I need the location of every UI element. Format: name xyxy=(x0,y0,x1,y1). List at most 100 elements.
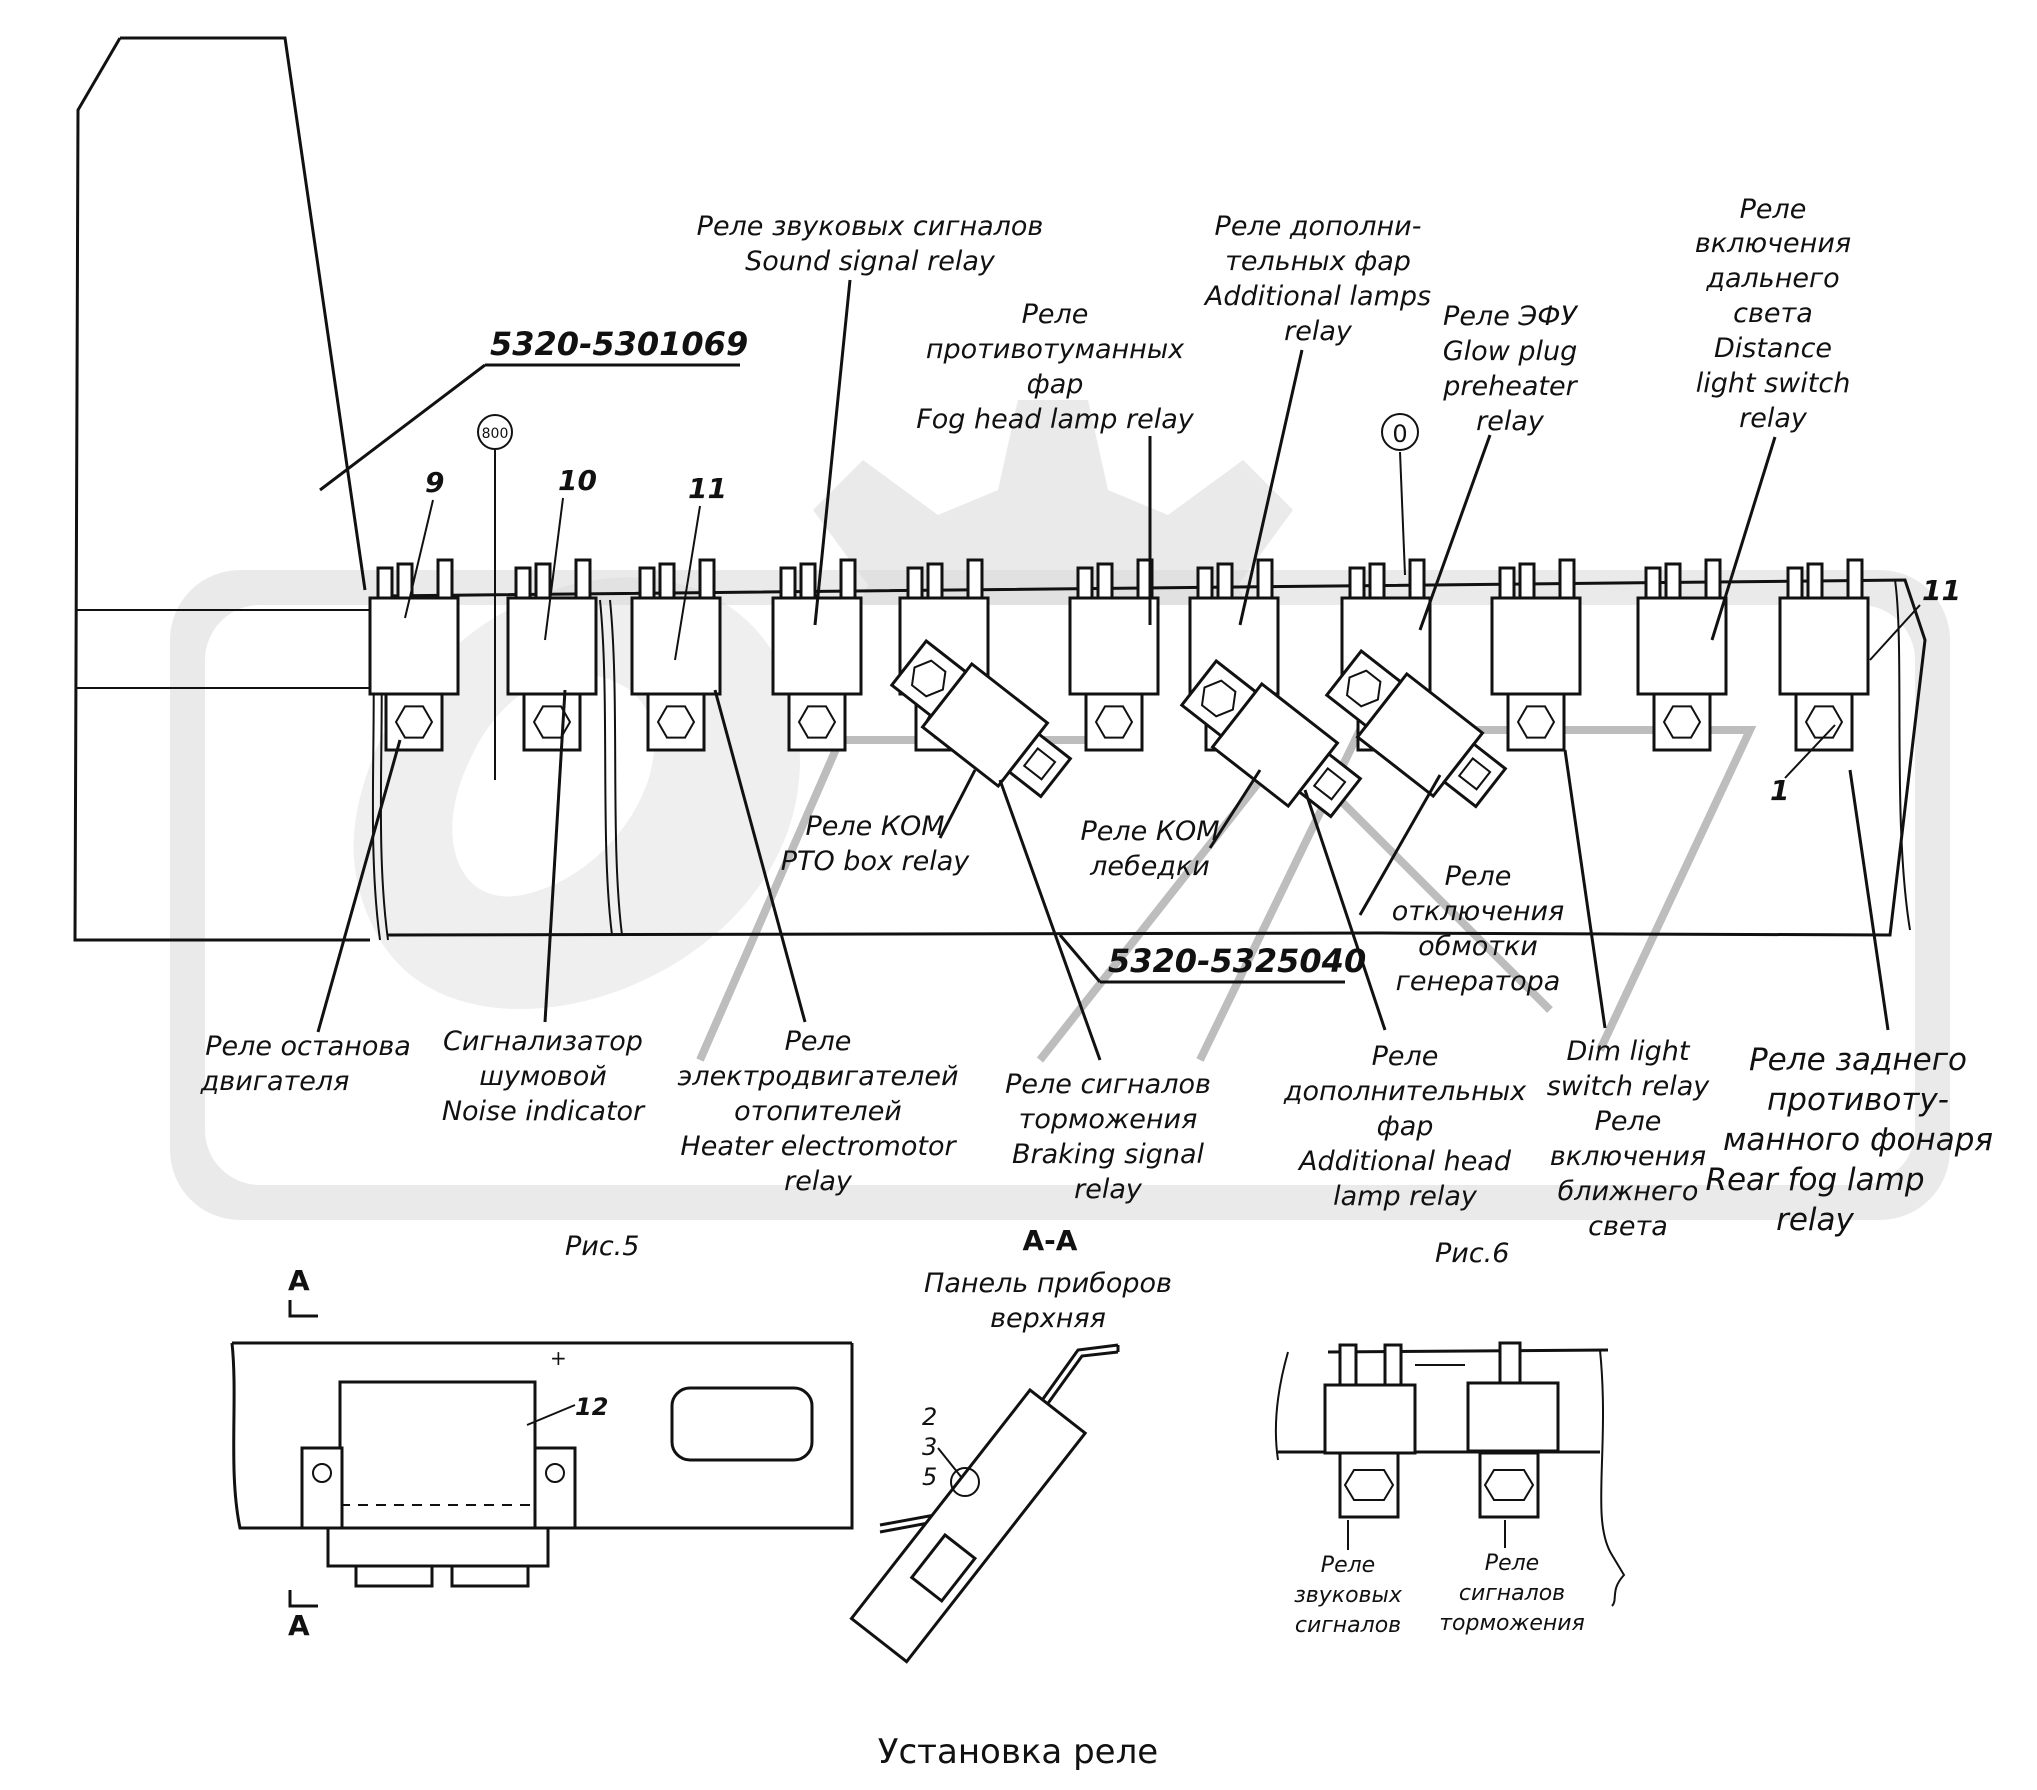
label-rear-fog-lamp-relay: Реле заднего противоту- манного фонаря R… xyxy=(1705,1042,1993,1238)
tilted-relay-2 xyxy=(1179,658,1363,819)
svg-text:звуковых: звуковых xyxy=(1294,1583,1403,1608)
svg-text:Реле: Реле xyxy=(1485,1551,1539,1576)
label-distance-light-switch-relay: Реле включения дальнего света Distance l… xyxy=(1695,194,1851,434)
svg-text:сигналов: сигналов xyxy=(1459,1581,1565,1606)
callout-3: 3 xyxy=(922,1433,937,1461)
callout-9: 9 xyxy=(425,466,444,499)
tilted-relay-group xyxy=(889,638,1508,819)
label-additional-lamps-relay: Реле дополни- тельных фар Additional lam… xyxy=(1203,211,1431,347)
relay-9 xyxy=(1490,558,1582,752)
fig6-label: Рис.6 xyxy=(1435,1238,1509,1269)
svg-text:lamp relay: lamp relay xyxy=(1333,1181,1478,1212)
circle-marker-mid-text: 0 xyxy=(1392,420,1407,448)
section-aa-label: А-А xyxy=(1023,1224,1078,1257)
svg-text:relay: relay xyxy=(1776,1202,1854,1238)
svg-text:Noise indicator: Noise indicator xyxy=(442,1096,646,1127)
callout-2: 2 xyxy=(922,1403,937,1431)
svg-text:preheater: preheater xyxy=(1442,371,1578,402)
svg-text:Реле: Реле xyxy=(1740,194,1807,225)
svg-text:дальнего: дальнего xyxy=(1705,263,1839,294)
svg-text:света: света xyxy=(1733,298,1813,329)
svg-text:лебедки: лебедки xyxy=(1089,851,1210,882)
svg-text:отопителей: отопителей xyxy=(734,1096,902,1127)
svg-text:Distance: Distance xyxy=(1714,333,1832,364)
label-pto-box-relay: Реле КОМ PTO box relay xyxy=(781,811,971,877)
svg-text:Реле звуковых сигналов: Реле звуковых сигналов xyxy=(697,211,1044,242)
callout-11-left: 11 xyxy=(688,472,727,505)
panel-label-line2: верхняя xyxy=(990,1303,1106,1334)
section-mark-top: А xyxy=(288,1264,310,1297)
relay-11 xyxy=(1778,558,1870,752)
fig5-label: Рис.5 xyxy=(565,1231,639,1262)
svg-text:Реле КОМ: Реле КОМ xyxy=(805,811,944,842)
label-dim-light-switch-relay: Dim light switch relay Реле включения бл… xyxy=(1547,1036,1711,1242)
svg-text:relay: relay xyxy=(784,1166,853,1197)
svg-text:Реле заднего: Реле заднего xyxy=(1749,1042,1967,1078)
label-sound-signal-relay: Реле звуковых сигналов Sound signal rela… xyxy=(697,211,1044,277)
fig5-detail: А А 12 + xyxy=(230,1264,854,1642)
label-noise-indicator: Сигнализатор шумовой Noise indicator xyxy=(442,1026,646,1127)
tilted-relay-1 xyxy=(889,638,1073,799)
callout-5: 5 xyxy=(922,1463,937,1491)
label-generator-off-relay: Реле отключения обмотки генератора xyxy=(1392,861,1565,997)
section-mark-bottom: А xyxy=(288,1609,310,1642)
svg-text:шумовой: шумовой xyxy=(479,1061,607,1092)
svg-text:противоту-: противоту- xyxy=(1767,1082,1949,1118)
svg-text:Реле: Реле xyxy=(1022,299,1089,330)
svg-text:Braking signal: Braking signal xyxy=(1012,1139,1205,1170)
part-number-main: 5320-5325040 xyxy=(1108,942,1366,980)
svg-text:обмотки: обмотки xyxy=(1418,931,1538,962)
svg-text:Реле: Реле xyxy=(1372,1041,1439,1072)
left-panel-block xyxy=(73,36,389,942)
svg-text:Реле: Реле xyxy=(1445,861,1512,892)
relay-10 xyxy=(1636,558,1728,752)
svg-text:включения: включения xyxy=(1695,228,1851,259)
svg-text:фар: фар xyxy=(1027,369,1084,400)
svg-text:Реле: Реле xyxy=(1595,1106,1662,1137)
svg-text:Heater electromotor: Heater electromotor xyxy=(680,1131,957,1162)
callout-11-right: 11 xyxy=(1922,574,1961,607)
callout-1: 1 xyxy=(1770,774,1789,807)
fig6-detail: Реле звуковых сигналов Реле сигналов тор… xyxy=(1274,1341,1626,1638)
label-pto-winch-relay: Реле КОМ лебедки xyxy=(1080,816,1219,882)
circle-marker-left-text: 800 xyxy=(482,426,509,442)
callout-10: 10 xyxy=(558,464,597,497)
svg-text:Реле: Реле xyxy=(1321,1553,1375,1578)
callout-12: 12 xyxy=(575,1393,608,1421)
svg-text:ближнего: ближнего xyxy=(1558,1176,1699,1207)
relay-3 xyxy=(630,558,722,752)
svg-text:PTO box relay: PTO box relay xyxy=(781,846,971,877)
diagram-caption: Установка реле xyxy=(878,1732,1158,1772)
svg-text:Реле: Реле xyxy=(785,1026,852,1057)
svg-text:Dim light: Dim light xyxy=(1566,1036,1690,1067)
relay-1 xyxy=(368,558,460,752)
svg-text:Fog head lamp relay: Fog head lamp relay xyxy=(916,404,1195,435)
svg-text:тельных фар: тельных фар xyxy=(1225,246,1411,277)
plus-mark: + xyxy=(550,1346,567,1370)
svg-text:Additional head: Additional head xyxy=(1297,1146,1512,1177)
svg-text:light switch: light switch xyxy=(1696,368,1851,399)
svg-text:двигателя: двигателя xyxy=(200,1066,350,1097)
svg-text:манного фонаря: манного фонаря xyxy=(1723,1122,1993,1158)
svg-text:Реле дополни-: Реле дополни- xyxy=(1215,211,1422,242)
svg-text:Sound signal relay: Sound signal relay xyxy=(745,246,996,277)
svg-text:Сигнализатор: Сигнализатор xyxy=(443,1026,643,1057)
svg-text:света: света xyxy=(1588,1211,1668,1242)
svg-text:включения: включения xyxy=(1550,1141,1706,1172)
svg-text:relay: relay xyxy=(1739,403,1808,434)
svg-text:дополнительных: дополнительных xyxy=(1283,1076,1527,1107)
svg-text:Реле сигналов: Реле сигналов xyxy=(1005,1069,1211,1100)
circle-marker-left xyxy=(477,414,513,450)
svg-text:relay: relay xyxy=(1284,316,1353,347)
label-additional-head-lamp-relay: Реле дополнительных фар Additional head … xyxy=(1283,1041,1527,1212)
svg-text:Rear fog lamp: Rear fog lamp xyxy=(1705,1162,1924,1198)
svg-text:Реле КОМ: Реле КОМ xyxy=(1080,816,1219,847)
svg-text:торможения: торможения xyxy=(1019,1104,1198,1135)
svg-text:Glow plug: Glow plug xyxy=(1443,336,1578,367)
fig6-label-sound: Реле звуковых сигналов xyxy=(1294,1553,1403,1638)
svg-text:relay: relay xyxy=(1074,1174,1143,1205)
svg-text:генератора: генератора xyxy=(1396,966,1561,997)
relay-2 xyxy=(506,558,598,752)
tilted-relay-3 xyxy=(1324,648,1508,809)
